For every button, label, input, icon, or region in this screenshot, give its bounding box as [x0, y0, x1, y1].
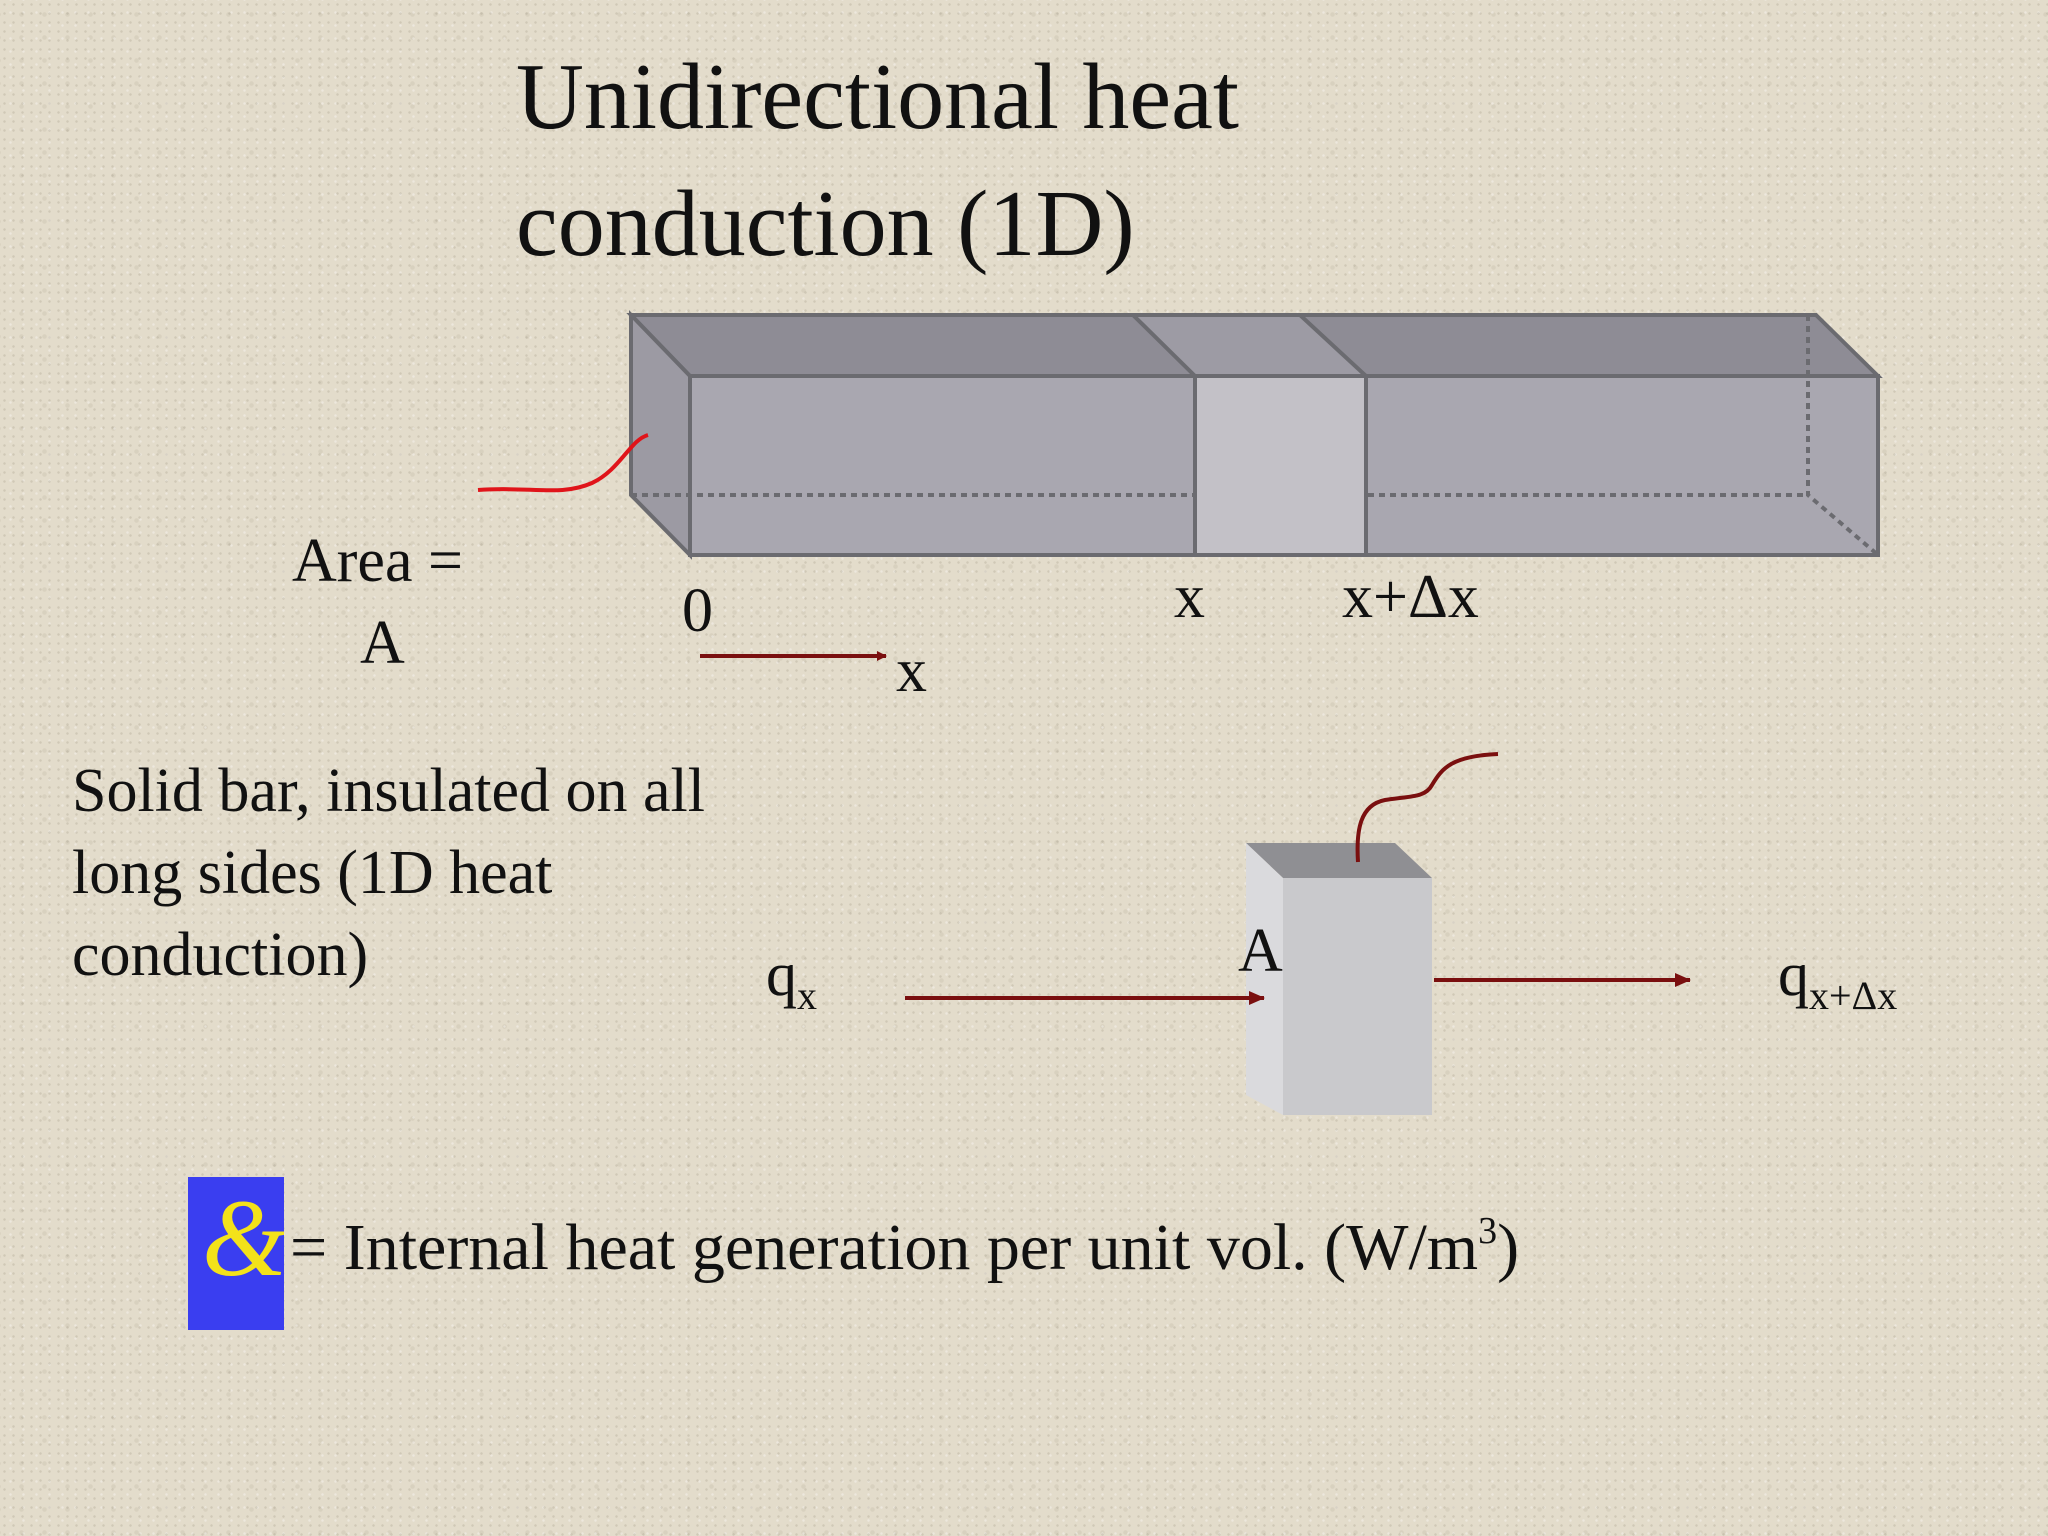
x-axis-label: x [896, 637, 927, 705]
element-front-face [1283, 878, 1432, 1115]
q-out-subscript: x+Δx [1809, 973, 1898, 1018]
title-line-1: Unidirectional heat [516, 45, 1239, 149]
element-left-face [1246, 843, 1283, 1115]
element-pointer-line [1355, 752, 1499, 863]
slice-front-face [1193, 374, 1368, 557]
title-line-2: conduction (1D) [516, 172, 1135, 276]
area-label-line-2: A [360, 609, 405, 677]
definition-text: = Internal heat generation per unit vol.… [290, 1211, 1479, 1284]
bar-hidden-edge-right [1806, 315, 1880, 557]
x-plus-dx-label: x+Δx [1342, 563, 1479, 631]
q-out-base: q [1778, 941, 1809, 1009]
q-out-label: qx+Δx [1778, 944, 1897, 1016]
slide-title: Unidirectional heat conduction (1D) [516, 34, 1239, 288]
control-volume-element [1246, 843, 1432, 1115]
description-line-2: long sides (1D heat [72, 839, 553, 907]
description-line-1: Solid bar, insulated on all [72, 757, 705, 825]
origin-label: 0 [682, 577, 713, 645]
q-in-base: q [766, 941, 797, 1009]
heat-generation-icon: & [188, 1177, 284, 1330]
definition-close: ) [1497, 1211, 1520, 1284]
area-pointer-line [477, 433, 649, 493]
x-position-label: x [1174, 563, 1205, 631]
description-line-3: conduction) [72, 921, 369, 989]
q-in-label: qx [766, 944, 817, 1016]
bar-description: Solid bar, insulated on all long sides (… [72, 750, 705, 996]
solid-bar [626, 310, 1883, 560]
element-area-label: A [1238, 917, 1283, 985]
definition-superscript: 3 [1478, 1210, 1498, 1252]
area-label-line-1: Area = [292, 527, 463, 595]
element-top-face [1246, 843, 1432, 878]
heat-generation-definition: = Internal heat generation per unit vol.… [290, 1212, 1519, 1281]
heat-generation-glyph: & [202, 1177, 284, 1299]
q-in-subscript: x [797, 973, 817, 1018]
